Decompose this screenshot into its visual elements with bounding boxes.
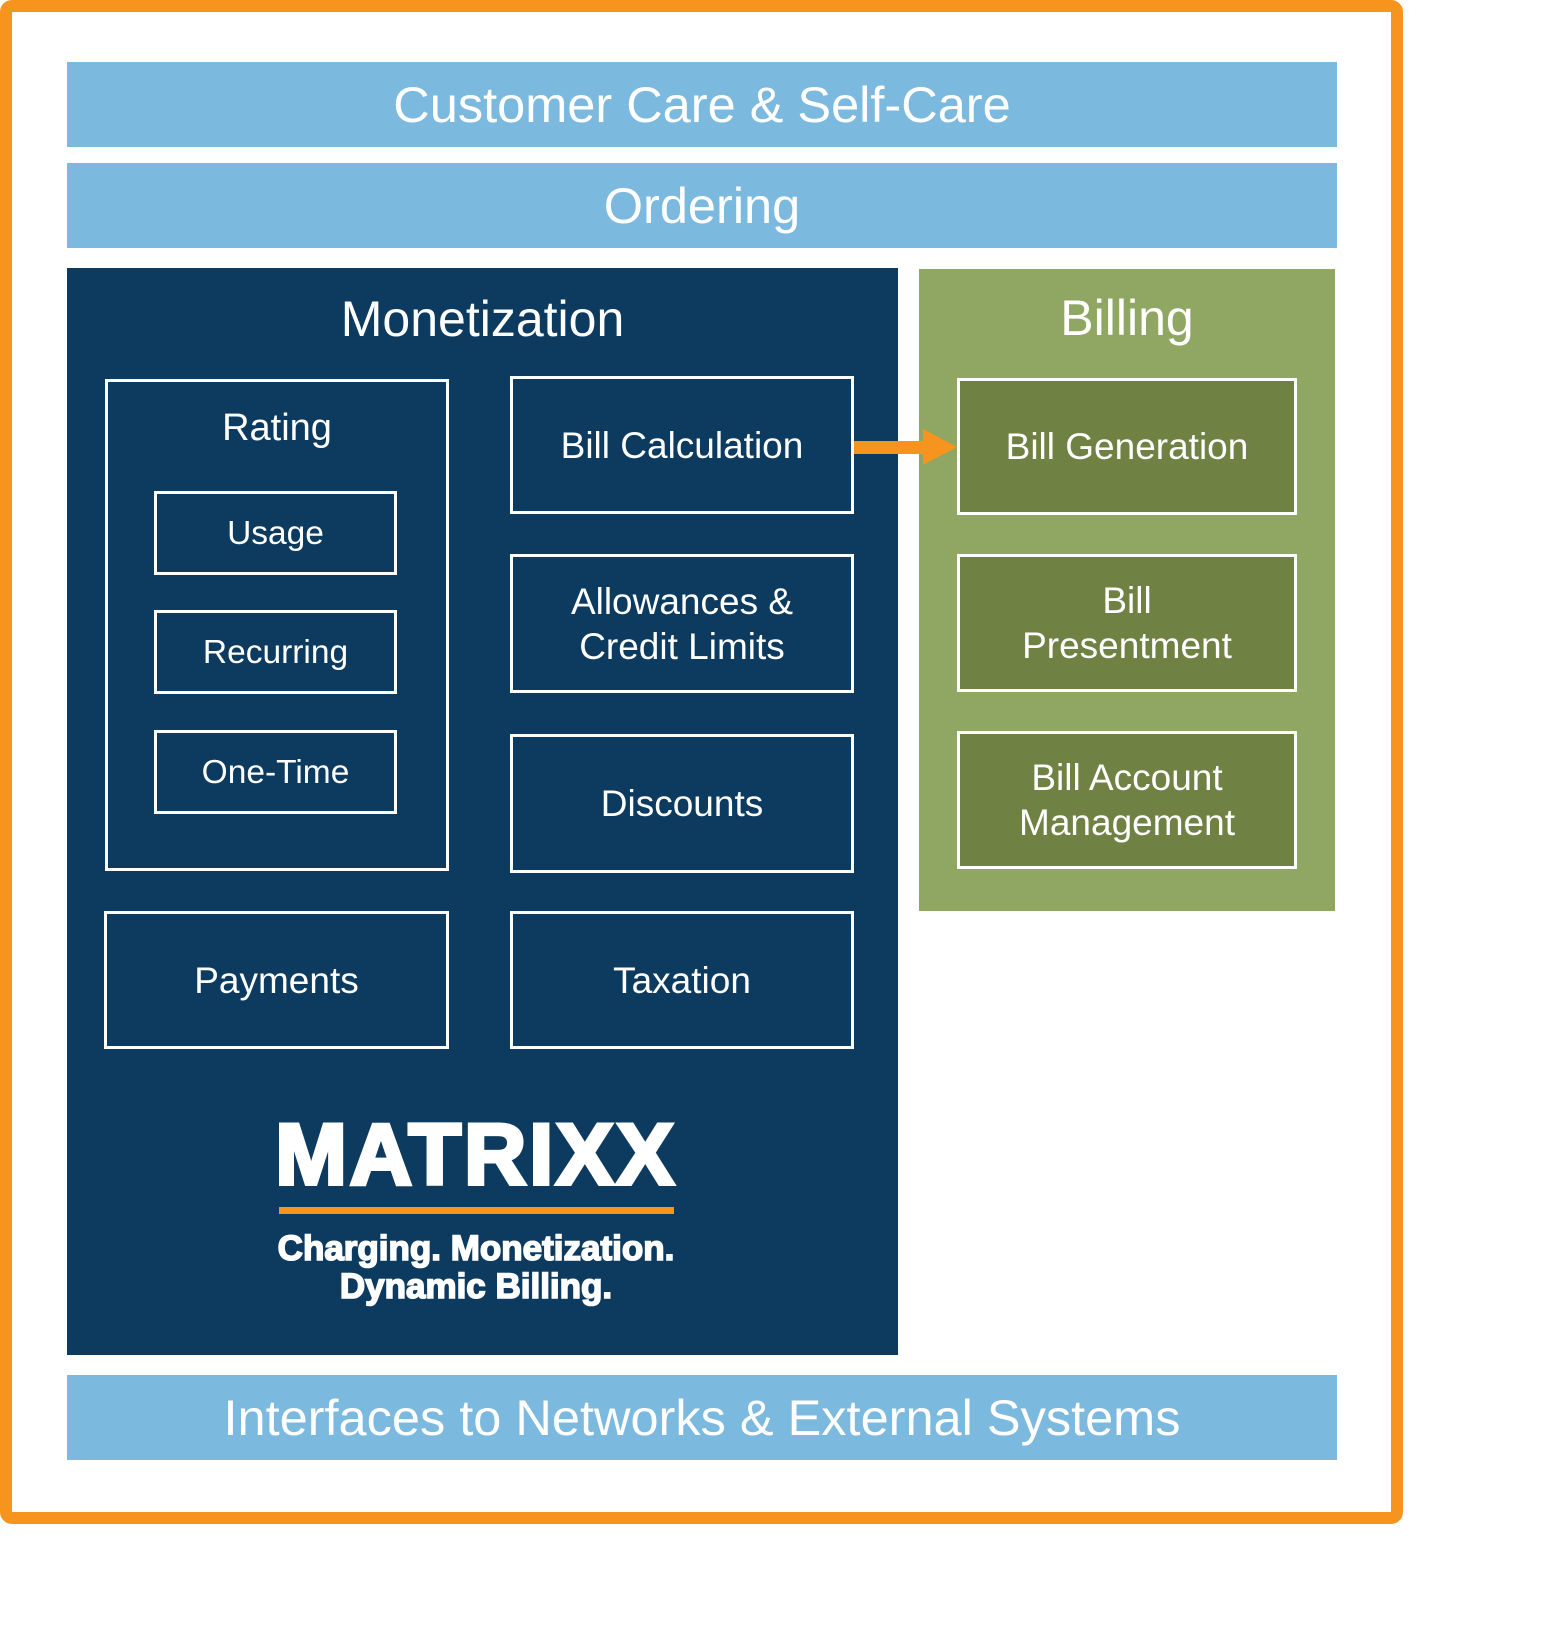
box-allowances-line2: Credit Limits: [579, 625, 785, 667]
matrixx-logo-underline: [279, 1207, 674, 1214]
box-usage-label: Usage: [227, 514, 324, 552]
box-bill-account-line2: Management: [1019, 802, 1235, 843]
box-bill-account-line1: Bill Account: [1031, 757, 1223, 798]
box-allowances-credit-limits: Allowances & Credit Limits: [510, 554, 854, 693]
box-payments-label: Payments: [194, 959, 359, 1001]
matrixx-tagline-line1: Charging. Monetization.: [277, 1229, 675, 1269]
bar-ordering-label: Ordering: [603, 177, 801, 234]
box-bill-presentment-line2: Presentment: [1022, 625, 1232, 666]
panel-billing: Billing Bill Generation Bill Presentment…: [919, 269, 1335, 911]
box-payments: Payments: [104, 911, 449, 1049]
billing-title: Billing: [1060, 290, 1194, 346]
box-bill-calculation: Bill Calculation: [510, 376, 854, 514]
bar-ordering: Ordering: [67, 163, 1337, 248]
box-one-time-label: One-Time: [201, 753, 350, 791]
box-bill-generation: Bill Generation: [957, 378, 1297, 515]
arrow-head-icon: [923, 429, 957, 465]
rating-title: Rating: [222, 407, 332, 449]
matrixx-tagline-line2: Dynamic Billing.: [339, 1267, 613, 1307]
box-usage: Usage: [154, 491, 397, 575]
box-taxation-label: Taxation: [613, 959, 751, 1001]
bar-interfaces-label: Interfaces to Networks & External System…: [223, 1389, 1181, 1446]
arrow-bill-calculation-to-bill-generation: [854, 441, 923, 454]
box-discounts-label: Discounts: [600, 783, 764, 824]
box-one-time: One-Time: [154, 730, 397, 814]
bar-customer-care-label: Customer Care & Self-Care: [393, 76, 1011, 133]
box-bill-presentment-line1: Bill: [1102, 580, 1152, 621]
box-bill-calculation-label: Bill Calculation: [560, 424, 804, 466]
bar-interfaces: Interfaces to Networks & External System…: [67, 1375, 1337, 1460]
rating-group: Rating Usage Recurring One-Time: [105, 379, 449, 871]
box-bill-presentment: Bill Presentment: [957, 554, 1297, 692]
box-bill-generation-label: Bill Generation: [1005, 426, 1249, 467]
box-taxation: Taxation: [510, 911, 854, 1049]
box-recurring-label: Recurring: [202, 633, 349, 671]
bar-customer-care: Customer Care & Self-Care: [67, 62, 1337, 147]
matrixx-logo: MATRIXX: [273, 1107, 677, 1203]
matrixx-tagline: Charging. Monetization. Dynamic Billing.: [67, 1229, 885, 1307]
box-discounts: Discounts: [510, 734, 854, 873]
monetization-title: Monetization: [340, 291, 625, 347]
box-recurring: Recurring: [154, 610, 397, 694]
outer-frame: [0, 0, 1403, 1524]
panel-monetization: Monetization Rating Usage Recurring One-…: [67, 268, 898, 1355]
box-allowances-line1: Allowances &: [570, 580, 794, 622]
box-bill-account-management: Bill Account Management: [957, 731, 1297, 869]
